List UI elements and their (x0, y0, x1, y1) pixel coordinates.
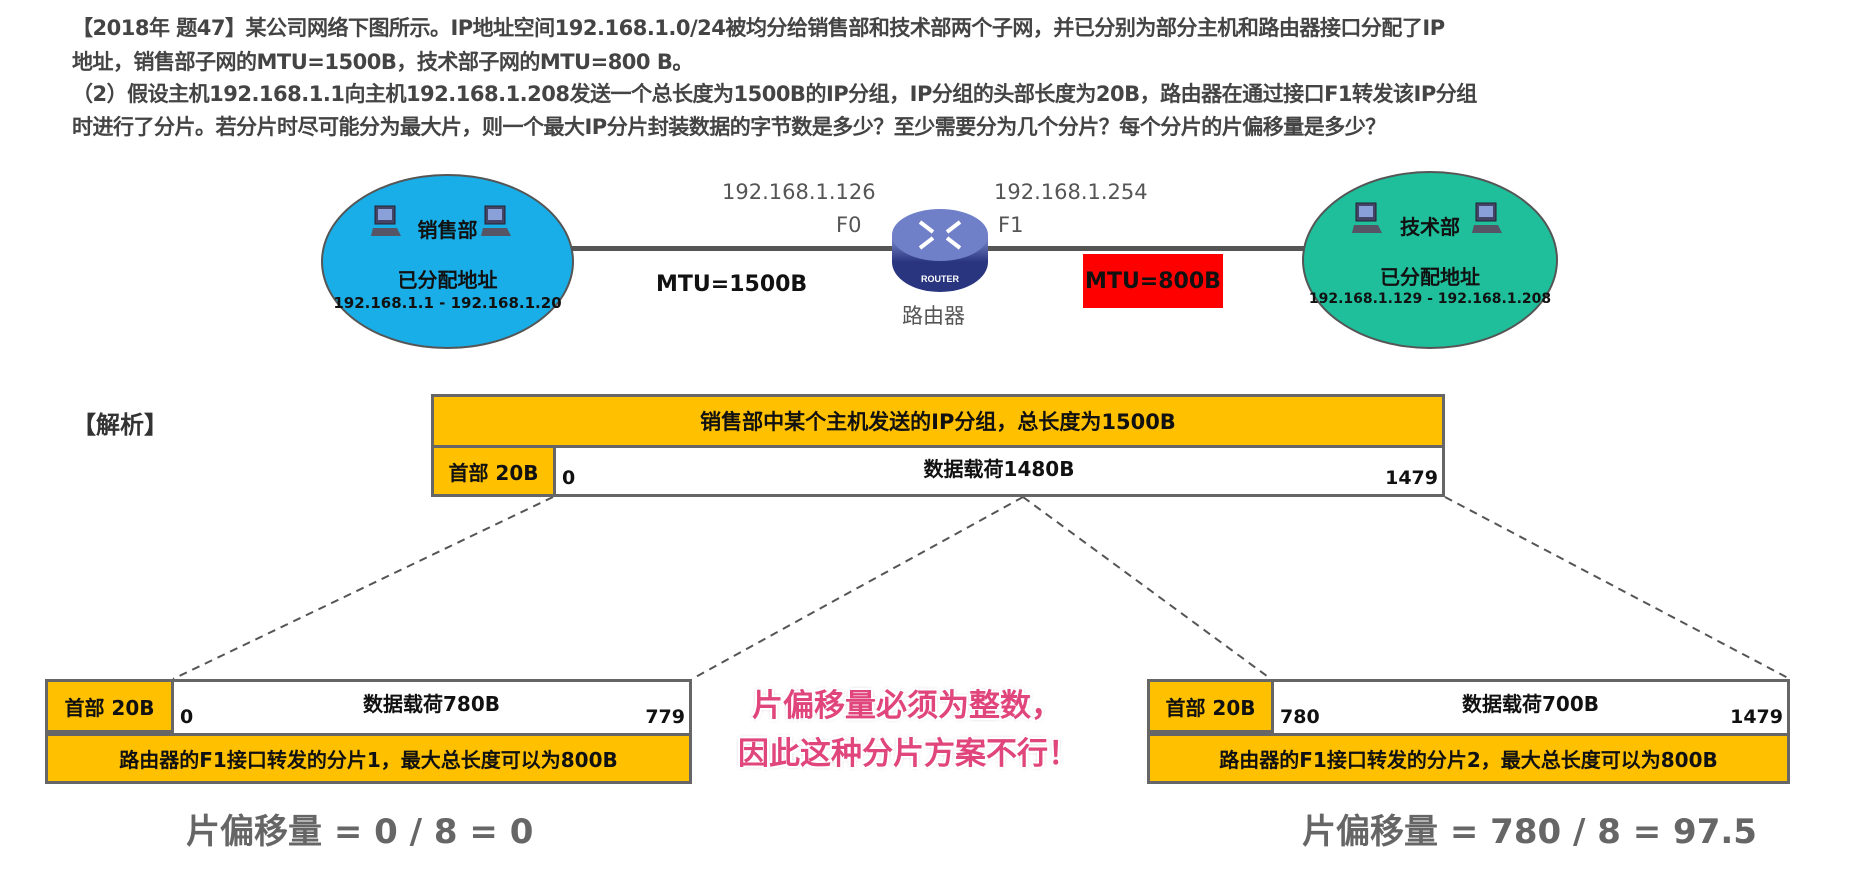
router-icon: ROUTER (892, 209, 988, 292)
frag1-payload: 数据载荷780B (363, 691, 500, 716)
frag2-start: 780 (1280, 706, 1320, 728)
f1-ip: 192.168.1.254 (994, 180, 1148, 204)
tech-subnet: 技术部 已分配地址 192.168.1.129 - 192.168.1.208 (1302, 171, 1558, 349)
packet-caption: 销售部中某个主机发送的IP分组，总长度为1500B (434, 397, 1442, 448)
frag1-start: 0 (180, 706, 194, 728)
sales-assigned: 已分配地址 (397, 268, 498, 292)
frag1-offset: 片偏移量 = 0 / 8 = 0 (186, 812, 534, 852)
connector-line (172, 496, 554, 680)
tech-assigned: 已分配地址 (1380, 265, 1480, 289)
sales-subnet: 销售部 已分配地址 192.168.1.1 - 192.168.1.20 (321, 174, 574, 349)
original-packet: 销售部中某个主机发送的IP分组，总长度为1500B 首部 20B 数据载荷148… (431, 394, 1445, 497)
question-line-2: 地址，销售部子网的MTU=1500B，技术部子网的MTU=800 B。 (72, 50, 693, 74)
mtu-left: MTU=1500B (656, 272, 808, 297)
note-line-1: 片偏移量必须为整数， (752, 688, 1062, 724)
question-line-4: 时进行了分片。若分片时尽可能分为最大片，则一个最大IP分片封装数据的字节数是多少… (72, 115, 1386, 139)
sales-range: 192.168.1.1 - 192.168.1.20 (333, 294, 562, 312)
router-label: 路由器 (902, 304, 965, 328)
connector-line (1444, 496, 1791, 680)
computer-icon (1352, 202, 1382, 233)
fragment-1: 首部 20B 数据载荷780B 0 779 路由器的F1接口转发的分片1，最大总… (45, 679, 692, 784)
frag1-end: 779 (645, 706, 685, 728)
connector-line (1022, 496, 1272, 680)
sales-name: 销售部 (417, 218, 478, 242)
f0-ip: 192.168.1.126 (722, 180, 876, 204)
f0-label: F0 (836, 213, 862, 237)
frag2-payload: 数据载荷700B (1462, 691, 1599, 716)
packet-header: 首部 20B (434, 448, 556, 494)
frag1-header: 首部 20B (48, 682, 174, 733)
computer-icon (371, 205, 401, 236)
frag2-offset: 片偏移量 = 780 / 8 = 97.5 (1302, 812, 1757, 852)
frag2-end: 1479 (1730, 706, 1783, 728)
computer-icon (481, 205, 511, 236)
computer-icon (1472, 202, 1502, 233)
question-line-1: 【2018年 题47】某公司网络下图所示。IP地址空间192.168.1.0/2… (72, 16, 1445, 40)
tech-range: 192.168.1.129 - 192.168.1.208 (1308, 291, 1552, 307)
packet-start: 0 (562, 467, 576, 489)
fragment-2: 首部 20B 数据载荷700B 780 1479 路由器的F1接口转发的分片2，… (1147, 679, 1790, 784)
f1-label: F1 (998, 213, 1024, 237)
frag2-header: 首部 20B (1150, 682, 1274, 733)
question-line-3: （2）假设主机192.168.1.1向主机192.168.1.208发送一个总长… (72, 82, 1477, 106)
frag1-caption: 路由器的F1接口转发的分片1，最大总长度可以为800B (48, 733, 689, 781)
packet-end: 1479 (1385, 467, 1438, 489)
analysis-title: 【解析】 (72, 411, 168, 439)
packet-payload: 数据载荷1480B (923, 456, 1075, 481)
connector-line (691, 496, 1024, 680)
note-line-2: 因此这种分片方案不行！ (738, 736, 1079, 772)
mtu-right: MTU=800B (1083, 254, 1223, 308)
svg-text:ROUTER: ROUTER (921, 274, 960, 284)
tech-name: 技术部 (1400, 215, 1460, 239)
frag2-caption: 路由器的F1接口转发的分片2，最大总长度可以为800B (1150, 733, 1787, 781)
